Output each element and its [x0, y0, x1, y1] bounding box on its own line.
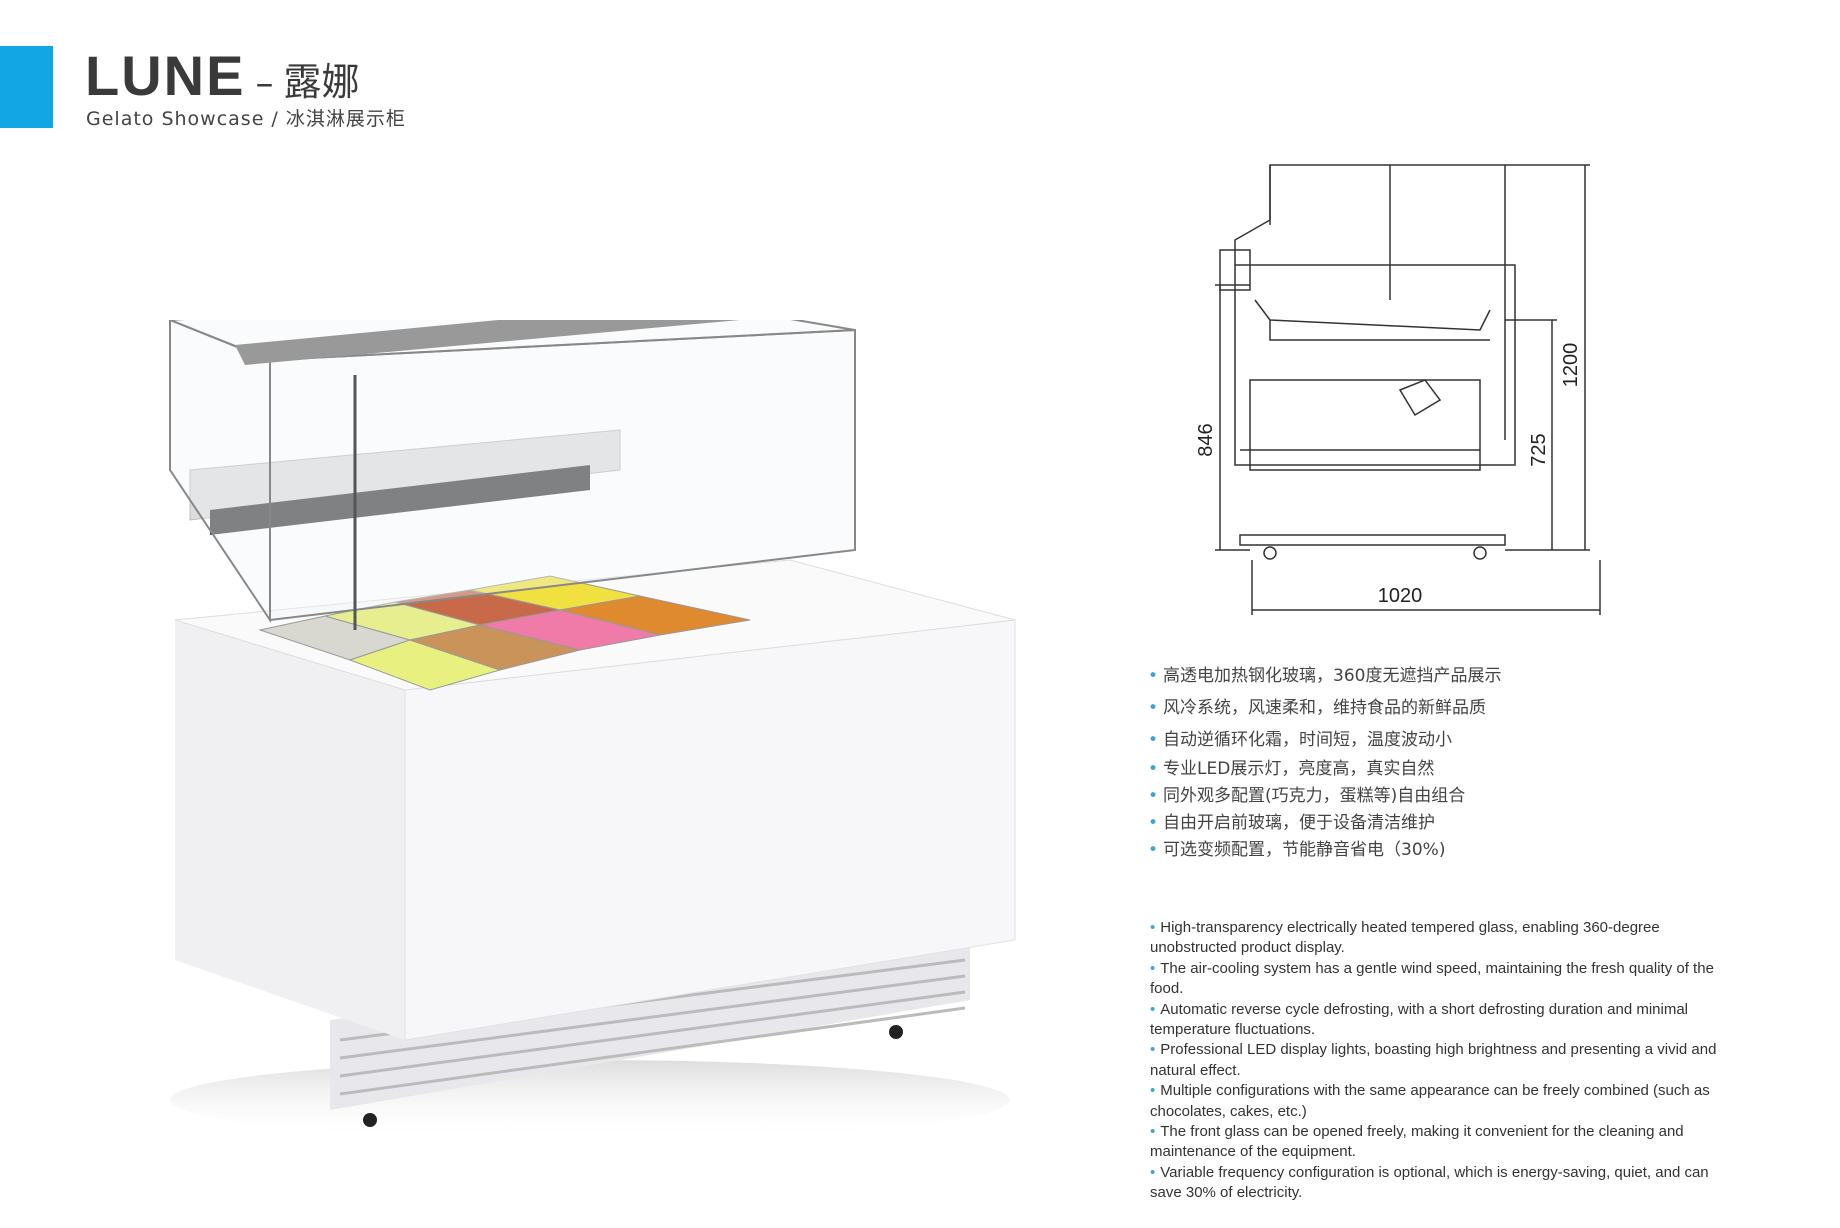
bullet-icon: • — [1148, 730, 1159, 750]
features-list-cn: •高透电加热钢化玻璃，360度无遮挡产品展示 •风冷系统，风速柔和，维持食品的新… — [1148, 660, 1501, 864]
title-en: LUNE — [85, 44, 246, 107]
feature-cn: •自动逆循环化霜，时间短，温度波动小 — [1148, 730, 1453, 750]
bullet-icon: • — [1150, 919, 1156, 936]
bullet-icon: • — [1150, 1163, 1156, 1181]
bullet-icon: • — [1148, 786, 1159, 806]
feature-en: •Multiple configurations with the same a… — [1150, 1082, 1710, 1120]
bullet-icon: • — [1148, 813, 1159, 833]
feature-en: •The air-cooling system has a gentle win… — [1150, 959, 1714, 998]
dimension-counter-height: 846 — [1195, 423, 1217, 456]
bullet-icon: • — [1148, 698, 1159, 718]
bullet-icon: • — [1150, 1123, 1156, 1141]
product-image-gelato-showcase — [169, 320, 1016, 1140]
feature-cn: •可选变频配置，节能静音省电（30%) — [1148, 840, 1446, 860]
feature-en: •High-transparency electrically heated t… — [1150, 919, 1660, 957]
bullet-icon: • — [1150, 1041, 1156, 1059]
feature-cn: •高透电加热钢化玻璃，360度无遮挡产品展示 — [1148, 666, 1502, 686]
feature-en: •Variable frequency configuration is opt… — [1150, 1163, 1709, 1202]
bullet-icon: • — [1148, 666, 1159, 686]
feature-en: •Professional LED display lights, boasti… — [1150, 1041, 1717, 1079]
bullet-icon: • — [1150, 1082, 1156, 1100]
dimension-working-height: 725 — [1528, 433, 1550, 466]
bullet-icon: • — [1148, 840, 1159, 860]
features-list-en: •High-transparency electrically heated t… — [1150, 918, 1730, 1204]
feature-cn: •同外观多配置(巧克力，蛋糕等)自由组合 — [1148, 786, 1466, 806]
feature-en: •Automatic reverse cycle defrosting, wit… — [1150, 1000, 1689, 1039]
feature-cn: •专业LED展示灯，亮度高，真实自然 — [1148, 759, 1435, 779]
feature-cn: •自由开启前玻璃，便于设备清洁维护 — [1148, 813, 1436, 833]
feature-en: •The front glass can be opened freely, m… — [1150, 1123, 1684, 1161]
dimension-total-height: 1200 — [1560, 343, 1582, 388]
title-cn: 露娜 — [283, 60, 360, 104]
dimension-width: 1020 — [1378, 585, 1423, 607]
brand-accent-bar — [0, 46, 53, 128]
bullet-icon: • — [1150, 959, 1156, 977]
page-title: LUNE–露娜 — [85, 44, 359, 116]
bullet-icon: • — [1150, 1000, 1156, 1018]
title-dash: – — [255, 63, 274, 104]
dimension-drawing: 1020 846 1200 725 — [1195, 164, 1601, 615]
bullet-icon: • — [1148, 759, 1159, 779]
feature-cn: •风冷系统，风速柔和，维持食品的新鲜品质 — [1148, 698, 1487, 718]
page-subtitle: Gelato Showcase / 冰淇淋展示柜 — [86, 108, 406, 130]
